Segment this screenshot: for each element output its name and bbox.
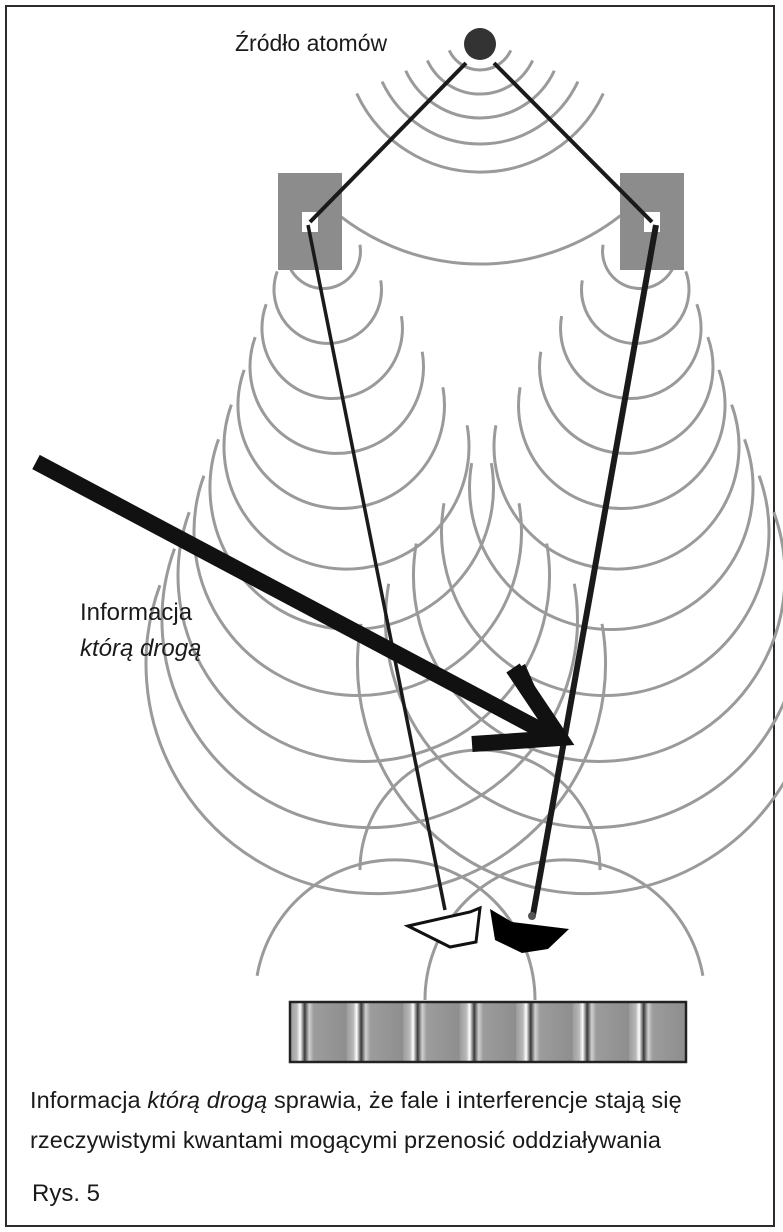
left-slit-wave [224, 405, 469, 569]
screen-fringe [347, 1002, 404, 1062]
screen-fringe [629, 1002, 686, 1062]
path-source-right [494, 63, 652, 222]
source-wave [340, 216, 621, 264]
caption-part2: sprawia, że fale i interferencje stają s… [267, 1087, 681, 1113]
source-label: Źródło atomów [235, 30, 387, 57]
screen-fringe [460, 1002, 517, 1062]
left-slit-wave [210, 439, 494, 629]
path-right-to-detector [533, 225, 656, 915]
which-way-label-line2: którą drogą [80, 631, 201, 667]
right-slit-wave [494, 405, 739, 569]
caption-italic: którą drogą [147, 1087, 267, 1113]
detector-left [408, 908, 480, 947]
path-source-left [310, 63, 466, 222]
source-wave [382, 82, 578, 144]
screen-fringe [573, 1002, 630, 1062]
wave-fronts [146, 50, 783, 1000]
screen-fringe [403, 1002, 460, 1062]
lower-wave [360, 750, 600, 870]
interference-screen [290, 1002, 686, 1062]
atom-source-dot [464, 28, 496, 60]
caption-part1: Informacja [30, 1087, 147, 1113]
right-slit-wave [519, 370, 726, 509]
detector-hit-dot [528, 912, 536, 920]
screen-fringe [516, 1002, 573, 1062]
figure-label: Rys. 5 [32, 1180, 100, 1208]
which-way-label-line1: Informacja [80, 599, 192, 626]
source-wave [357, 94, 604, 173]
screen-fringe [290, 1002, 347, 1062]
which-way-label: Informacja którą drogą [80, 595, 201, 667]
figure-caption: Informacja którą drogą sprawia, że fale … [30, 1080, 760, 1160]
caption-line2: rzeczywistymi kwantami mogącymi przenosi… [30, 1127, 661, 1153]
